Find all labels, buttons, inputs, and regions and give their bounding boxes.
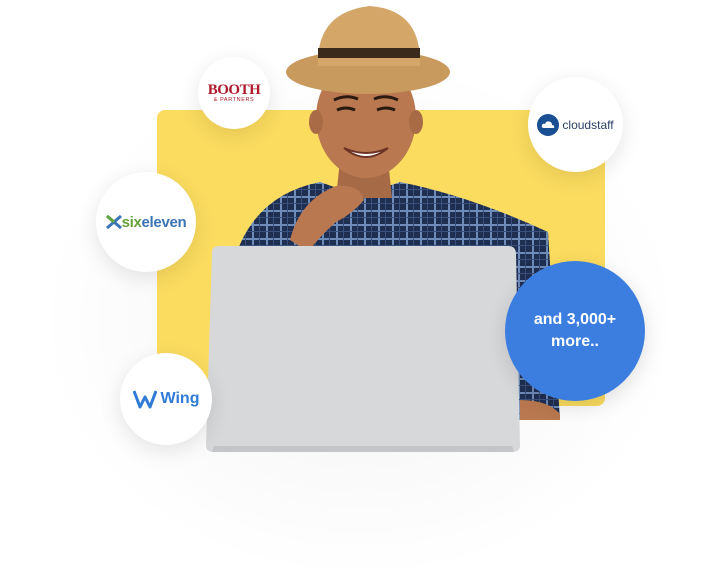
- booth-logo-sub: & PARTNERS: [213, 96, 255, 103]
- more-line-1: and 3,000+: [533, 311, 617, 328]
- sixeleven-logo: sixeleven: [96, 172, 196, 272]
- laptop: [206, 246, 520, 452]
- cloudstaff-logo: cloudstaff: [528, 77, 623, 172]
- wing-w-icon: [132, 390, 157, 409]
- booth-logo-name: BOOTH: [207, 81, 261, 98]
- hat-band: [318, 48, 420, 58]
- hand: [290, 185, 364, 252]
- sixeleven-logo-eleven: eleven: [141, 213, 187, 231]
- more-line-2: more..: [550, 333, 599, 350]
- wing-logo-name: Wing: [160, 390, 200, 407]
- sixeleven-x-icon: [105, 215, 122, 229]
- cloud-icon: [537, 113, 560, 136]
- booth-partners-logo: BOOTH & PARTNERS: [198, 57, 270, 129]
- cloudstaff-logo-name: cloudstaff: [562, 117, 614, 132]
- sixeleven-logo-six: six: [121, 213, 142, 231]
- more-clients-badge: and 3,000+ more..: [505, 261, 645, 401]
- smile: [343, 147, 389, 158]
- wing-logo: Wing: [120, 353, 212, 445]
